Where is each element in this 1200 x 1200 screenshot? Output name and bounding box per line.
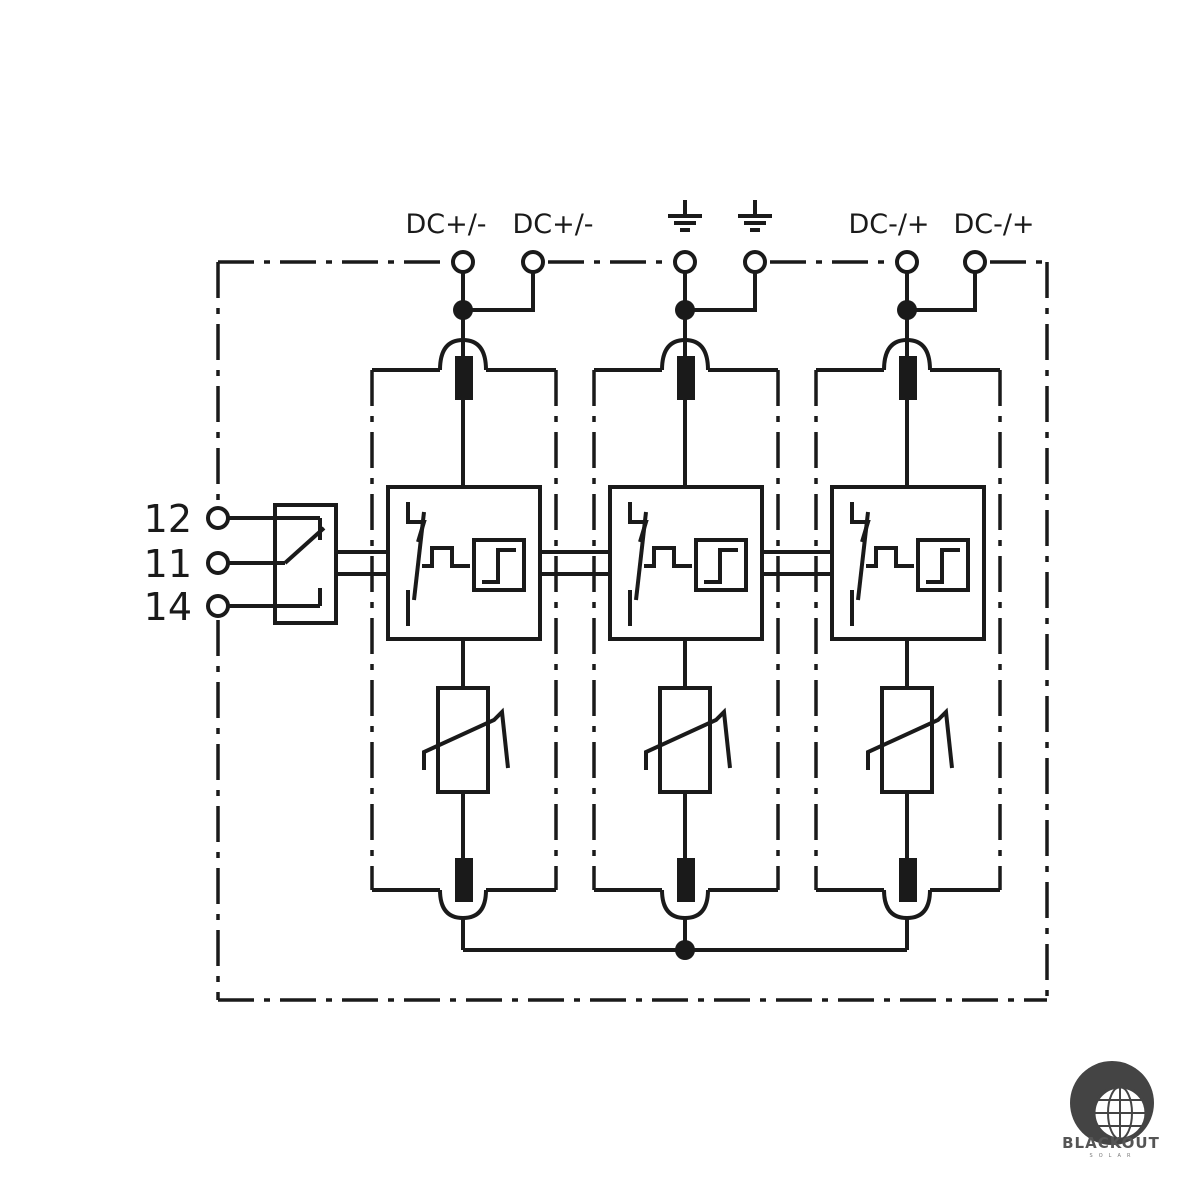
terminal-pin-12: [206, 506, 230, 530]
pin-label-14: 14: [144, 585, 192, 629]
fuse-bottom: [677, 858, 695, 902]
fuse-top: [899, 356, 917, 400]
terminal-label-dc-plus-minus-2: DC+/-: [512, 209, 593, 240]
terminal-pe-1: [673, 250, 697, 274]
terminal-dc-plus-minus-2: [521, 250, 545, 274]
fuse-bottom: [899, 858, 917, 902]
terminal-label-dc-plus-minus-1: DC+/-: [405, 209, 486, 240]
terminal-dc-plus-minus-1: [451, 250, 475, 274]
brand-name: BLACKOUT: [1062, 1134, 1160, 1152]
junction-dot: [675, 300, 695, 320]
terminal-label-dc-minus-plus-1: DC-/+: [848, 209, 929, 240]
bottom-bus: [461, 918, 909, 960]
top-wiring: [461, 272, 977, 312]
fuse-bottom: [455, 858, 473, 902]
module-1: [370, 310, 558, 921]
pin-label-11: 11: [144, 542, 192, 586]
remote-signal-contact: [228, 503, 338, 625]
terminal-pe-2: [743, 250, 767, 274]
brand-logo: BLACKOUT SOLAR: [1062, 1061, 1160, 1159]
terminal-dc-minus-plus-2: [963, 250, 987, 274]
fuse-top: [677, 356, 695, 400]
junction-dot: [675, 940, 695, 960]
enclosure-border: [216, 260, 1049, 1002]
terminal-label-dc-minus-plus-2: DC-/+: [953, 209, 1034, 240]
mechanical-link: [336, 550, 832, 576]
terminal-dc-minus-plus-1: [895, 250, 919, 274]
module-3: [814, 310, 1002, 921]
ground-icon: [738, 200, 772, 232]
junction-dot: [453, 300, 473, 320]
fuse-top: [455, 356, 473, 400]
brand-subname: SOLAR: [1090, 1153, 1137, 1159]
terminal-pin-14: [206, 594, 230, 618]
module-2: [592, 310, 780, 921]
junction-dot: [897, 300, 917, 320]
ground-icon: [668, 200, 702, 232]
pin-label-12: 12: [144, 497, 192, 541]
terminal-pin-11: [206, 551, 230, 575]
